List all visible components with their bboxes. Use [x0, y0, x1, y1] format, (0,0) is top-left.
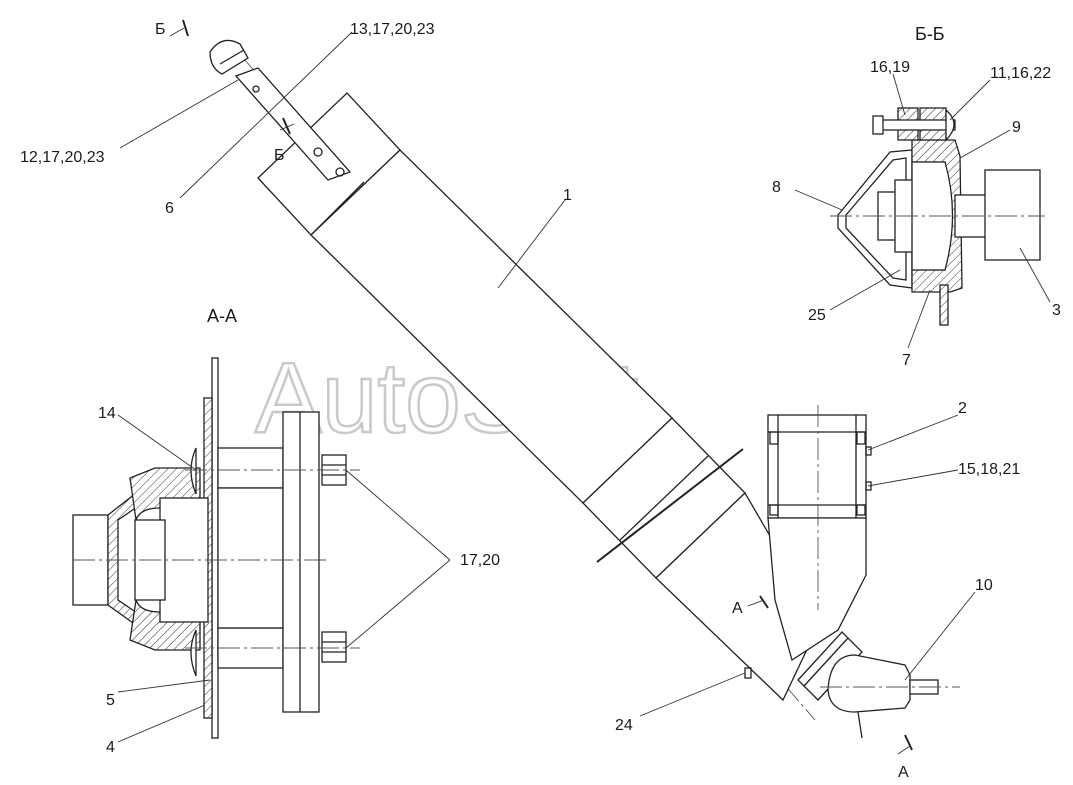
section-bb-view [830, 107, 1045, 326]
callout-4: 4 [106, 739, 115, 756]
cut-marker-a-bottom: А [898, 764, 909, 781]
callout-12-17-20-23: 12,17,20,23 [20, 149, 105, 166]
cut-marker-b-mid: Б [274, 147, 285, 164]
callout-25: 25 [808, 307, 826, 324]
main-tube [244, 59, 821, 721]
callout-24: 24 [615, 717, 633, 734]
callout-8: 8 [772, 179, 781, 196]
elbow-assembly [767, 405, 960, 739]
callout-7: 7 [902, 352, 911, 369]
section-aa-view [72, 357, 360, 739]
cut-markers [169, 19, 913, 755]
callout-9: 9 [1012, 119, 1021, 136]
labels: А-А Б-Б Б Б А А 1 2 3 4 5 6 7 8 9 10 11,… [20, 21, 1061, 781]
callout-15-18-21: 15,18,21 [958, 461, 1020, 478]
callout-16-19: 16,19 [870, 59, 910, 76]
callout-3: 3 [1052, 302, 1061, 319]
callout-13-17-20-23: 13,17,20,23 [350, 21, 435, 38]
leader-lines [117, 31, 1051, 743]
section-label-bb: Б-Б [915, 24, 945, 44]
callout-10: 10 [975, 577, 993, 594]
callout-11-16-22: 11,16,22 [990, 65, 1051, 82]
callout-5: 5 [106, 692, 115, 709]
cut-marker-a-mid: А [732, 600, 743, 617]
callout-6: 6 [165, 200, 174, 217]
callout-2: 2 [958, 400, 967, 417]
callout-1: 1 [563, 187, 572, 204]
callout-17-20: 17,20 [460, 552, 500, 569]
callout-14: 14 [98, 405, 116, 422]
cut-marker-b-top: Б [155, 21, 166, 38]
section-label-aa: А-А [207, 306, 237, 326]
